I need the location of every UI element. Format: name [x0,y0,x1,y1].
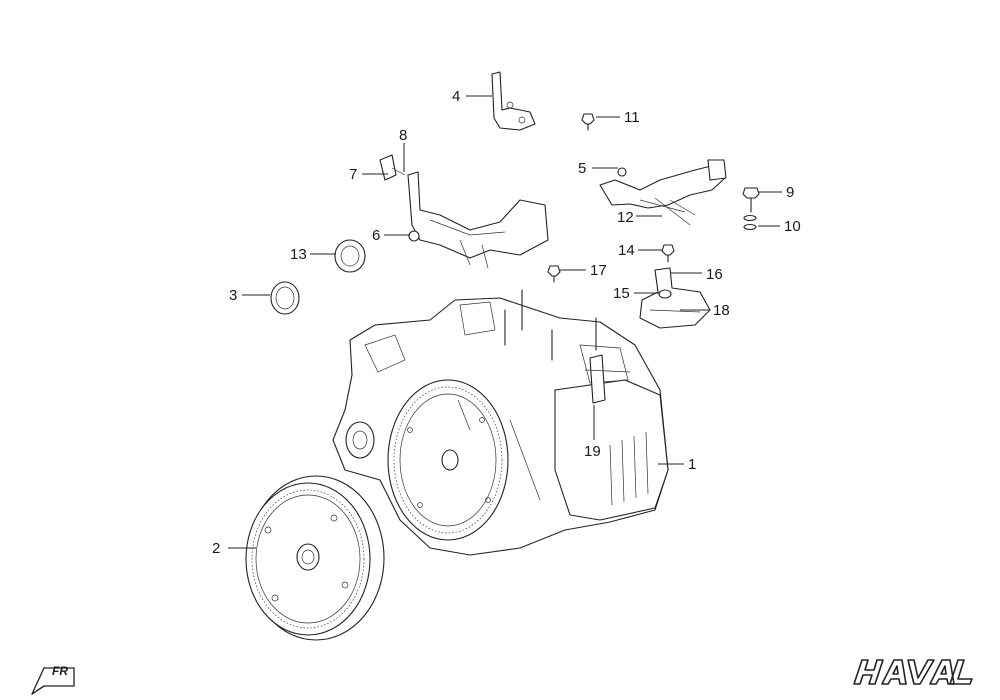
seal-part-3 [270,281,300,315]
callout-17: 17 [590,262,607,279]
callout-16: 16 [706,266,723,283]
callout-10: 10 [784,218,801,235]
wiring-harness-right [599,159,727,226]
wiring-harness-left [379,154,549,269]
callout-6: 6 [372,227,380,244]
callout-2: 2 [212,540,220,557]
bracket-part-19 [584,354,631,404]
bracket-part-4 [491,71,536,131]
callout-1: 1 [688,456,696,473]
torque-converter-part [245,475,385,641]
callout-7: 7 [349,166,357,183]
bolt-part-11 [581,113,595,131]
callout-5: 5 [578,160,586,177]
callout-12: 12 [617,209,634,226]
leader-lines [228,95,782,549]
bolt-part-14 [661,244,675,263]
seal-part-13 [334,239,366,273]
callout-4: 4 [452,88,460,105]
callout-11: 11 [624,109,640,126]
callout-14: 14 [618,242,635,259]
callout-13: 13 [290,246,307,263]
transmission-assembly-part [332,289,669,556]
washer-part-10 [743,214,757,231]
haval-logo-icon [853,659,973,685]
callout-15: 15 [613,285,630,302]
callout-8: 8 [399,127,407,144]
sensor-module-part [639,267,711,329]
bolt-part-9 [742,187,760,213]
front-direction-arrow-icon [31,667,75,695]
callout-18: 18 [713,302,730,319]
callout-9: 9 [786,184,794,201]
callout-labels: 1 2 3 4 5 6 7 8 9 10 11 12 13 14 15 16 1… [212,88,801,557]
callout-3: 3 [229,287,237,304]
callout-19: 19 [584,443,601,460]
bolt-part-17 [547,265,561,283]
front-direction-label: FR [52,664,68,678]
